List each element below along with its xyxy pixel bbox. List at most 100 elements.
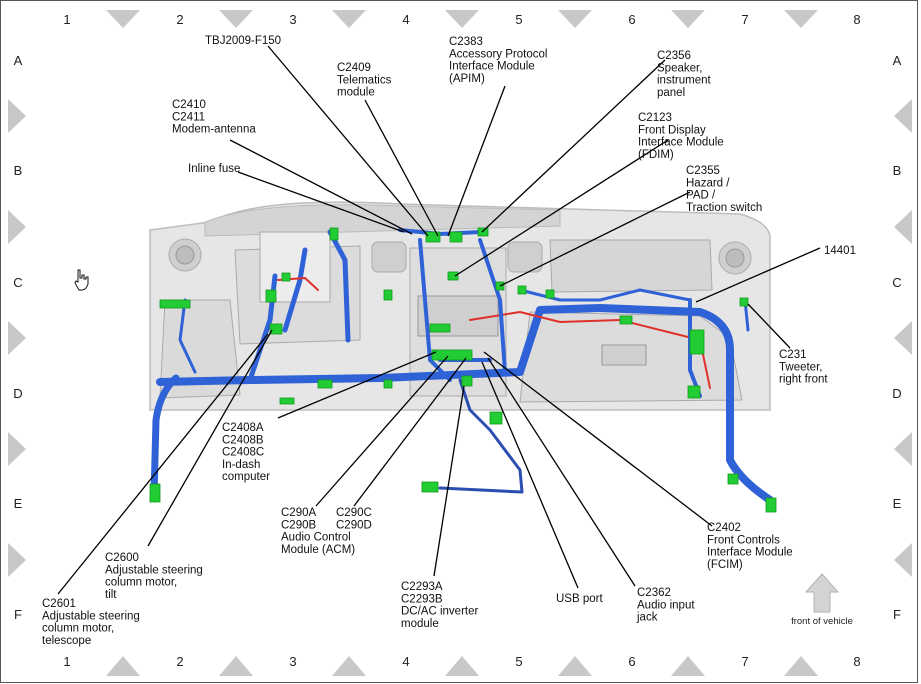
chevron-left-icon: [8, 99, 26, 133]
grid-row-label: F: [14, 607, 22, 622]
grid-column-label: 4: [402, 654, 409, 669]
front-of-vehicle-arrow-icon: [804, 573, 840, 613]
grid-row-label: F: [893, 607, 901, 622]
callout-line: C2408C: [222, 447, 264, 459]
chevron-right-icon: [894, 432, 912, 466]
callout-line: DC/AC inverter: [401, 606, 478, 618]
callout-line: column motor,: [42, 623, 114, 635]
chevron-bottom-icon: [671, 656, 705, 676]
grid-row-label: E: [893, 496, 902, 511]
callout-line: Adjustable steering: [105, 564, 203, 576]
grid-column-label: 1: [63, 12, 70, 27]
grid-column-label: 5: [515, 12, 522, 27]
callout-line: 14401: [824, 245, 856, 257]
grid-row-label: C: [892, 275, 901, 290]
callout-usb: USB port: [556, 593, 603, 605]
grid-column-label: 8: [853, 654, 860, 669]
callout-line: Telematics: [337, 74, 392, 86]
callout-line: C2411: [172, 111, 205, 123]
chevron-right-icon: [894, 543, 912, 577]
callout-line: C2362: [637, 587, 671, 599]
chevron-top-icon: [219, 10, 253, 28]
grid-column-label: 3: [289, 12, 296, 27]
grid-column-label: 2: [176, 12, 183, 27]
callout-line: column motor,: [105, 577, 177, 589]
callout-line: Traction switch: [686, 202, 762, 214]
callout-line: C2293A: [401, 581, 443, 593]
callout-line: C2293B: [401, 593, 443, 605]
chevron-bottom-icon: [332, 656, 366, 676]
callout-line: Audio input: [637, 599, 695, 611]
callout-line: C2410: [172, 99, 206, 111]
connectors: [149, 227, 777, 513]
grid-row-label: E: [14, 496, 23, 511]
grid-column-label: 5: [515, 654, 522, 669]
callout-line: module: [337, 87, 375, 99]
callout-line: Speaker,: [657, 62, 702, 74]
grid-column-label: 6: [628, 12, 635, 27]
grid-row-label: B: [893, 163, 902, 178]
callout-line: computer: [222, 471, 270, 483]
callout-line: C2601: [42, 598, 76, 610]
leader-lines: [57, 45, 821, 595]
border-chevrons: [8, 10, 912, 676]
callout-line: C2355: [686, 165, 720, 177]
chevron-top-icon: [558, 10, 592, 28]
callout-line: C2408B: [222, 434, 264, 446]
callout-line: C2402: [707, 522, 741, 534]
chevron-right-icon: [894, 321, 912, 355]
callout-line: (FDIM): [638, 149, 674, 161]
callout-p14401: 14401: [824, 245, 856, 257]
callout-line: Module (ACM): [281, 544, 355, 556]
grid-column-label: 3: [289, 654, 296, 669]
callout-line: C290A: [281, 507, 316, 519]
callout-line: (FCIM): [707, 559, 743, 571]
callout-line: Inline fuse: [188, 163, 240, 175]
grid-column-label: 8: [853, 12, 860, 27]
callout-line: Interface Module: [449, 61, 535, 73]
callout-line: right front: [779, 374, 828, 386]
callout-line: Front Display: [638, 124, 706, 136]
callout-line: C290B: [281, 519, 316, 531]
callout-inline-fuse: Inline fuse: [188, 163, 240, 175]
chevron-bottom-icon: [784, 656, 818, 676]
chevron-top-icon: [784, 10, 818, 28]
chevron-left-icon: [8, 543, 26, 577]
callout-line: C2408A: [222, 422, 264, 434]
chevron-left-icon: [8, 432, 26, 466]
grid-row-label: A: [893, 53, 902, 68]
grid-row-label: C: [13, 275, 22, 290]
callout-line: C2409: [337, 62, 371, 74]
callout-line: Tweeter,: [779, 361, 822, 373]
callout-line: C2123: [638, 112, 672, 124]
grid-row-label: A: [14, 53, 23, 68]
grid-column-label: 4: [402, 12, 409, 27]
callout-line: Accessory Protocol: [449, 48, 547, 60]
callout-line: C290D: [336, 519, 372, 531]
callout-line: instrument: [657, 75, 711, 87]
callout-line: PAD /: [686, 190, 716, 202]
callout-line: Audio Control: [281, 532, 351, 544]
callout-line: C2356: [657, 50, 691, 62]
callout-line: telescope: [42, 635, 91, 647]
chevron-right-icon: [894, 210, 912, 244]
chevron-top-icon: [671, 10, 705, 28]
callout-line: In-dash: [222, 459, 260, 471]
callout-line: (APIM): [449, 73, 485, 85]
grid-column-label: 1: [63, 654, 70, 669]
